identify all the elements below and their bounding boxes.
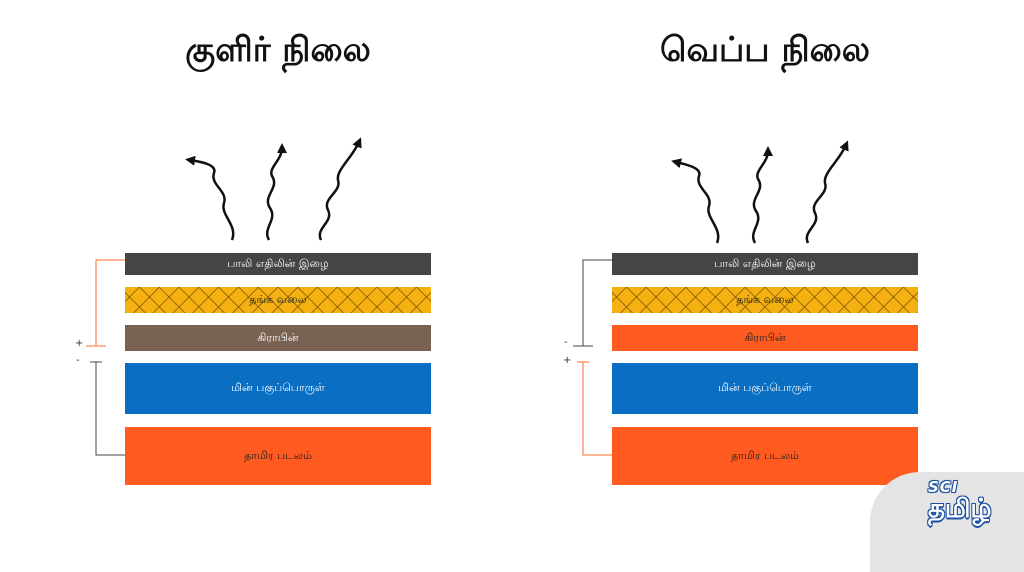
hot-layer-polyethylene: பாலி எதிலின் இழை [612,253,918,275]
cold-heat-arrow-right [318,137,362,241]
hot-layer-gold-mesh: தங்க வலை [612,287,918,313]
cold-lower-terminal-sign: - [76,355,80,366]
logo-sci-text: SCI [928,478,959,496]
layer-label: கிராபின் [257,330,299,344]
hot-state-title: வெப்ப நிலை [660,30,870,70]
hot-heat-arrow-left [671,158,720,244]
hot-lower-wire [582,362,612,456]
hot-lower-terminal-sign: + [563,355,572,366]
cold-layer-gold-mesh: தங்க வலை [125,287,431,313]
layer-label: தாமிர படலம் [731,448,799,462]
cold-layer-copper-film: தாமிர படலம் [125,427,431,485]
hot-layer-graphene: கிராபின் [612,325,918,351]
logo-tamil-text: தமிழ் [928,494,992,524]
hot-upper-terminal-sign: - [564,337,568,348]
diagram-overlay [86,137,849,456]
hot-heat-arrow-right [805,140,849,244]
layer-label: கிராபின் [744,330,786,344]
layer-label: பாலி எதிலின் இழை [714,256,816,270]
cold-upper-terminal-sign: + [75,338,84,349]
cold-layer-graphene: கிராபின் [125,325,431,351]
cold-layer-electrolyte: மின் பகுப்பொருள் [125,363,431,414]
cold-upper-wire [95,259,125,346]
hot-layer-electrolyte: மின் பகுப்பொருள் [612,363,918,414]
layer-label: தங்க வலை [249,292,307,306]
cold-layer-polyethylene: பாலி எதிலின் இழை [125,253,431,275]
cold-heat-arrow-middle [266,143,287,241]
hot-upper-wire [582,259,612,346]
layer-label: பாலி எதிலின் இழை [227,256,329,270]
hot-layer-copper-film: தாமிர படலம் [612,427,918,485]
cold-lower-wire [95,362,125,456]
cold-state-title: குளிர் நிலை [185,30,371,70]
layer-label: தங்க வலை [736,292,794,306]
layer-label: மின் பகுப்பொருள் [231,381,325,394]
layer-label: தாமிர படலம் [244,448,312,462]
layer-label: மின் பகுப்பொருள் [718,381,812,394]
cold-heat-arrow-left [185,155,235,241]
hot-heat-arrow-middle [752,146,773,244]
